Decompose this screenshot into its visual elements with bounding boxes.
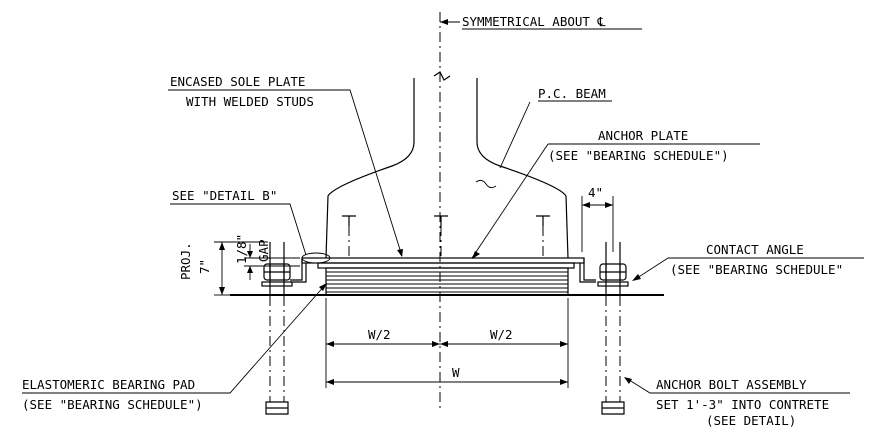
symmetrical-label: SYMMETRICAL ABOUT ℄: [462, 14, 606, 29]
welded-studs: [342, 215, 550, 258]
leaders: [22, 19, 864, 394]
anchor-bolt-label-1: ANCHOR BOLT ASSEMBLY: [656, 377, 807, 392]
dim-4in: [581, 196, 614, 252]
anchor-plate-label-2: (SEE "BEARING SCHEDULE"): [548, 148, 729, 163]
elastomeric-label-1: ELASTOMERIC BEARING PAD: [22, 377, 195, 392]
proj-label: PROJ.: [178, 242, 193, 280]
one-eighth-label: 1/8": [234, 234, 249, 264]
anchor-plate-label-1: ANCHOR PLATE: [598, 128, 688, 143]
sole-plate: [301, 257, 585, 264]
anchor-plate: [317, 262, 575, 269]
anchor-bolt-left: [261, 242, 293, 415]
anchor-bolt-right: [597, 242, 629, 415]
pc-beam-label: P.C. BEAM: [538, 86, 606, 101]
contact-angle-label-2: (SEE "BEARING SCHEDULE": [670, 262, 843, 277]
detail-b-label: SEE "DETAIL B": [172, 188, 277, 203]
pc-beam-outline: [325, 78, 569, 259]
encased-label-1: ENCASED SOLE PLATE: [170, 74, 305, 89]
w-half-right-label: W/2: [490, 327, 513, 342]
seven-in-label: 7": [197, 259, 212, 274]
anchor-bolt-label-3: (SEE DETAIL): [706, 413, 796, 428]
four-in-label: 4": [588, 185, 603, 200]
dim-w: [325, 298, 569, 388]
contact-angle-left: [290, 258, 307, 283]
gap-label: GAP: [256, 239, 271, 262]
encased-label-2: WITH WELDED STUDS: [186, 94, 314, 109]
elastomeric-pad: [325, 267, 569, 296]
contact-angle-label-1: CONTACT ANGLE: [706, 242, 804, 257]
centerline-break: [433, 71, 451, 81]
dim-gap: [244, 244, 300, 280]
contact-angle-right: [579, 258, 596, 283]
dim-7in-proj: [214, 241, 268, 296]
elastomeric-label-2: (SEE "BEARING SCHEDULE"): [22, 397, 203, 412]
w-label: W: [452, 365, 460, 380]
w-half-left-label: W/2: [368, 327, 391, 342]
anchor-bolt-label-2: SET 1'-3" INTO CONTRETE: [656, 397, 829, 412]
